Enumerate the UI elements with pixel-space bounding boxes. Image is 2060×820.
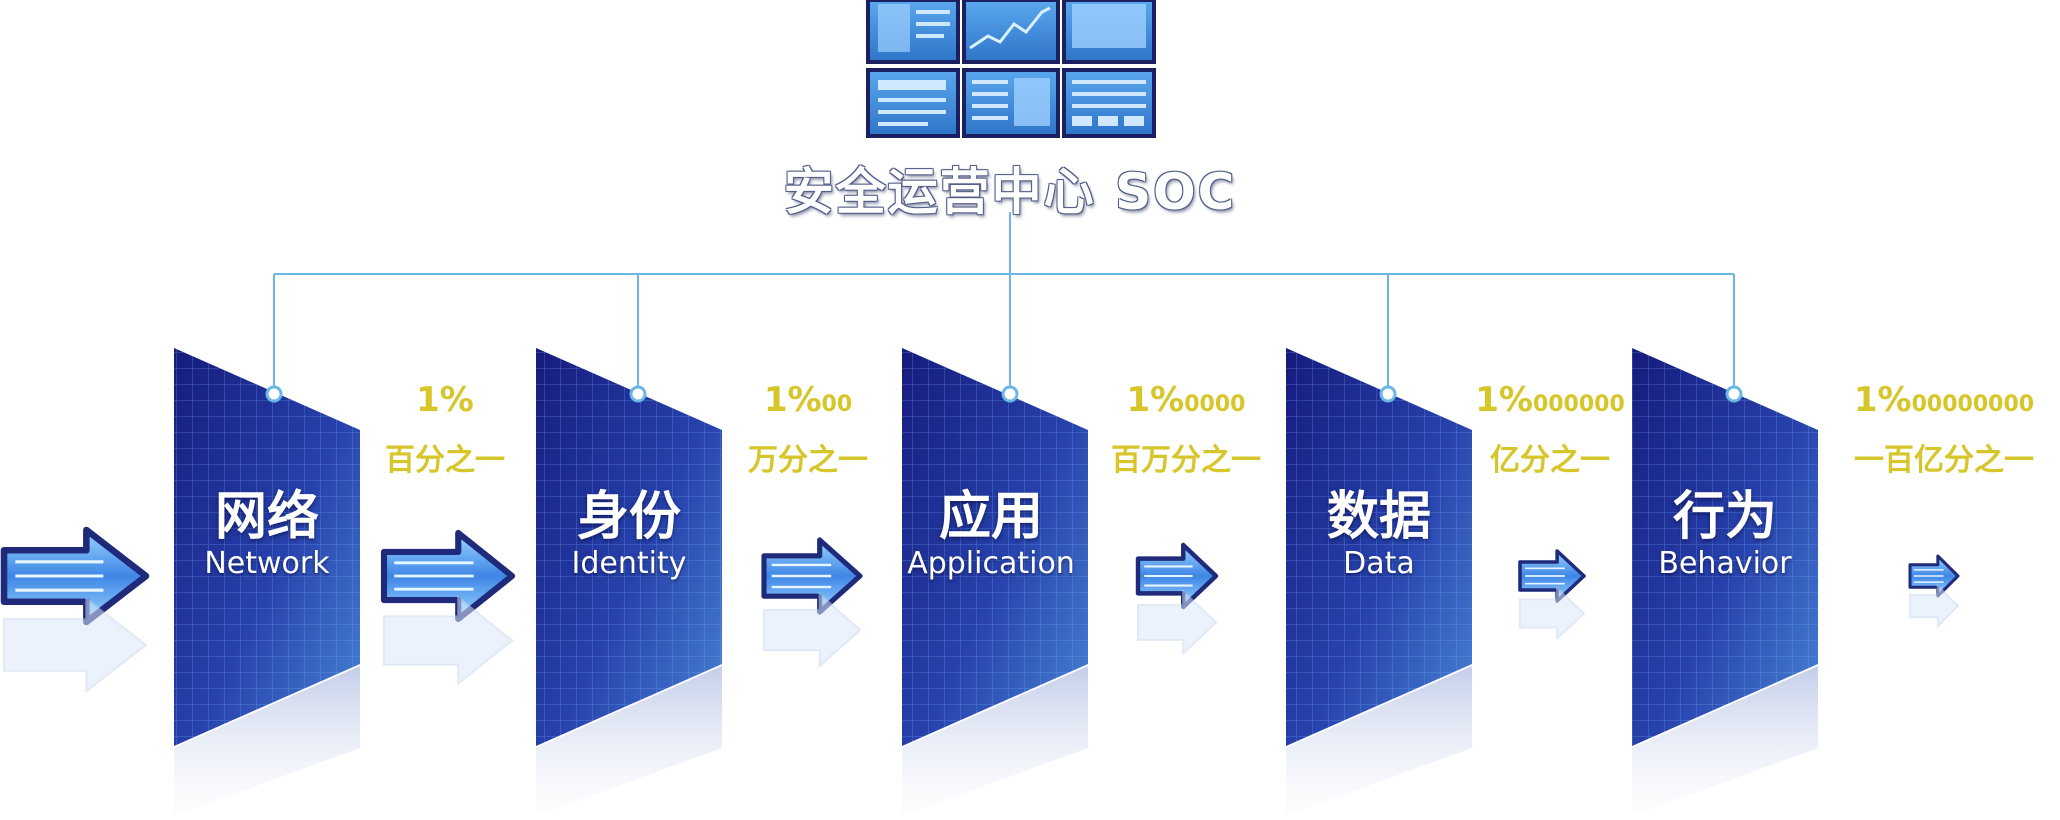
ratio-cn: 百分之一 — [385, 443, 505, 478]
layer-en: Identity — [571, 546, 687, 581]
layer-en: Network — [204, 546, 330, 581]
connector-node — [265, 385, 283, 403]
layer-label-data: 数据 Data — [1294, 488, 1464, 582]
layer-panel-network — [174, 348, 360, 816]
arrow-reflection — [1137, 589, 1218, 656]
right-arrow-icon — [1908, 554, 1960, 629]
ratio-value: 1% — [416, 380, 474, 420]
ratio-cn: 亿分之一 — [1490, 443, 1610, 478]
flow-arrows — [0, 526, 1960, 694]
connector-node — [1379, 385, 1397, 403]
layer-panel-data — [1286, 348, 1472, 816]
layer-panel-application — [902, 348, 1088, 816]
ratio-5: 1%00000000 一百亿分之一 — [1830, 378, 2058, 481]
layer-label-network: 网络 Network — [182, 488, 352, 582]
ratio-value: 1%00 — [763, 380, 853, 420]
connector-node — [629, 385, 647, 403]
ratio-3: 1%0000 百万分之一 — [1096, 378, 1276, 481]
layer-panels — [174, 348, 1818, 816]
panel-reflection — [1286, 666, 1472, 816]
layer-en: Behavior — [1658, 546, 1792, 581]
ratio-value: 1%00000000 — [1853, 380, 2035, 420]
soc-title: 安全运营中心 SOC — [783, 163, 1237, 221]
arrow-reflection — [1519, 586, 1586, 641]
ratio-value: 1%000000 — [1475, 380, 1625, 420]
arrow-reflection — [383, 595, 514, 686]
layer-cn: 应用 — [938, 487, 1043, 547]
layer-cn: 网络 — [214, 487, 319, 547]
layer-cn: 行为 — [1672, 487, 1777, 547]
layer-cn: 身份 — [576, 487, 681, 547]
right-arrow-icon — [761, 537, 863, 669]
connector-node — [1001, 385, 1019, 403]
panel-reflection — [536, 666, 722, 816]
connector-node — [1725, 385, 1743, 403]
layer-label-application: 应用 Application — [896, 488, 1086, 582]
layer-en: Data — [1343, 546, 1415, 581]
layer-label-behavior: 行为 Behavior — [1640, 488, 1810, 582]
layer-panel-identity — [536, 348, 722, 816]
right-arrow-icon — [0, 526, 150, 694]
right-arrow-icon — [1135, 542, 1219, 656]
ratio-value: 1%0000 — [1126, 380, 1246, 420]
layer-label-identity: 身份 Identity — [544, 488, 714, 582]
layer-en: Application — [907, 546, 1075, 581]
right-arrow-icon — [1518, 549, 1586, 641]
ratio-cn: 百万分之一 — [1111, 443, 1261, 478]
panel-reflection — [902, 666, 1088, 816]
ratio-cn: 万分之一 — [748, 443, 868, 478]
ratio-1: 1% 百分之一 — [370, 378, 520, 481]
panel-reflection — [1632, 666, 1818, 816]
layer-cn: 数据 — [1326, 487, 1431, 547]
arrow-reflection — [1909, 583, 1960, 629]
connector-lines — [273, 212, 1735, 392]
ratio-4: 1%000000 亿分之一 — [1470, 378, 1630, 481]
panel-reflection — [174, 666, 360, 816]
layer-panel-behavior — [1632, 348, 1818, 816]
arrow-reflection — [3, 596, 148, 694]
ratio-cn: 一百亿分之一 — [1854, 443, 2034, 478]
soc-monitor-wall-icon — [866, 0, 1156, 138]
ratio-2: 1%00 万分之一 — [728, 378, 888, 481]
right-arrow-icon — [380, 529, 516, 686]
arrow-reflection — [763, 591, 862, 669]
